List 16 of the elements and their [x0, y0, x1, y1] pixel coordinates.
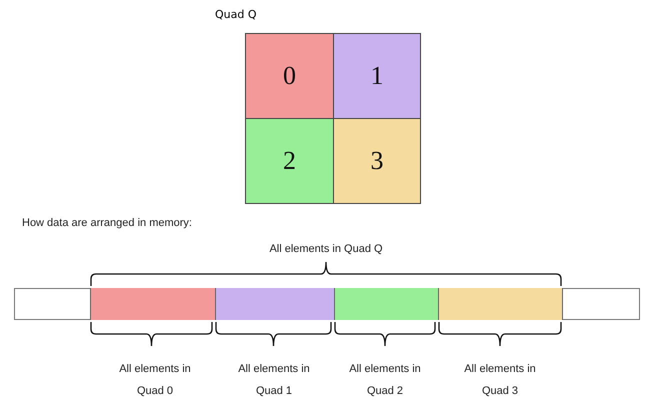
memory-segment [215, 288, 335, 320]
memory-segment [90, 288, 216, 320]
memory-segment [334, 288, 439, 320]
grid-cell: 1 [333, 33, 421, 119]
grid-cell: 2 [245, 118, 334, 204]
grid-cell: 3 [333, 118, 421, 204]
grid-cell: 0 [245, 33, 334, 119]
memory-segment [438, 288, 563, 320]
bracket-label: All elements in Quad 3 [463, 362, 537, 399]
memory-strip [14, 288, 640, 320]
bracket-label: All elements in Quad 2 [348, 362, 422, 399]
bracket-label: All elements in Quad 1 [237, 362, 311, 399]
bracket-label: All elements in Quad 0 [118, 362, 192, 399]
bracket-label: All elements in Quad Q [268, 242, 384, 257]
caption-text: How data are arranged in memory: [22, 216, 193, 231]
grid-heading: Quad Q [215, 8, 257, 21]
